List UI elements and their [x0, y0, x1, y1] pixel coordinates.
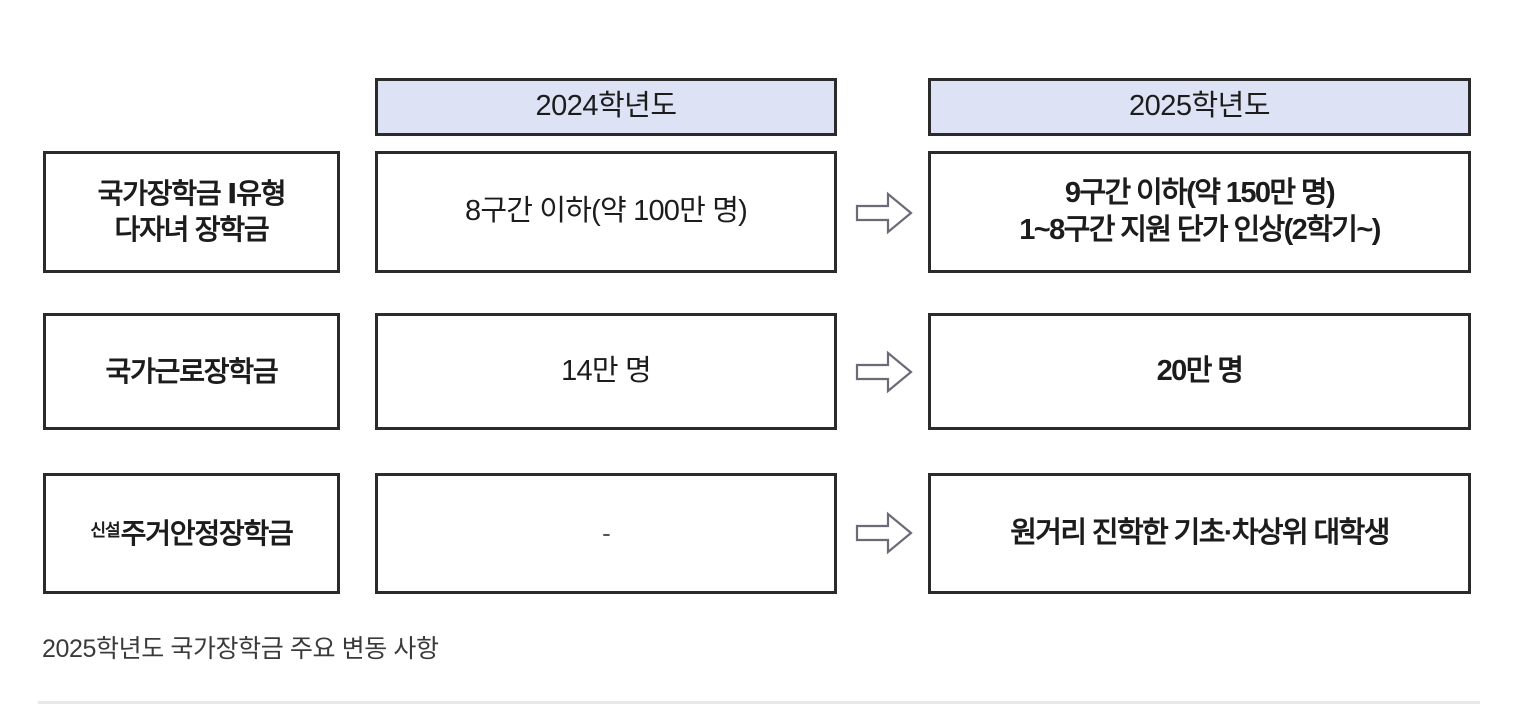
right-arrow-icon-row-2	[855, 350, 913, 394]
row-label-lines: 국가장학금 Ⅰ유형 다자녀 장학금	[97, 176, 287, 248]
cell-lines: 20만 명	[1156, 353, 1244, 390]
row-label-line-1: 국가장학금 Ⅰ유형	[97, 178, 287, 210]
right-arrow-icon-row-3	[855, 511, 913, 555]
cell-line-1: -	[602, 517, 611, 548]
cell-2025-housing-stability-scholarship: 원거리 진학한 기초·차상위 대학생	[928, 473, 1471, 594]
cell-line-1: 9구간 이하(약 150만 명)	[1064, 176, 1336, 209]
row-label-national-scholarship-type1: 국가장학금 Ⅰ유형 다자녀 장학금	[43, 151, 340, 273]
cell-2024-housing-stability-scholarship: -	[375, 473, 837, 594]
cell-line-1: 원거리 진학한 기초·차상위 대학생	[1010, 516, 1390, 549]
bottom-divider	[38, 701, 1480, 704]
column-header-2024-label: 2024학년도	[535, 90, 677, 123]
row-label-text: 주거안정장학금	[120, 517, 294, 549]
row-label-lines: 국가근로장학금	[105, 354, 279, 390]
cell-lines: 14만 명	[561, 353, 651, 390]
row-label-line-2: 다자녀 장학금	[114, 214, 270, 245]
row-label-housing-stability-scholarship: 신설주거안정장학금	[43, 473, 340, 594]
cell-lines: 8구간 이하(약 100만 명)	[465, 193, 748, 230]
row-label-work-study-scholarship: 국가근로장학금	[43, 313, 340, 430]
new-badge: 신설	[90, 520, 120, 540]
cell-line-1: 8구간 이하(약 100만 명)	[465, 195, 748, 228]
cell-lines: -	[602, 517, 611, 550]
cell-2024-work-study-scholarship: 14만 명	[375, 313, 837, 430]
cell-lines: 9구간 이하(약 150만 명) 1~8구간 지원 단가 인상(2학기~)	[1019, 175, 1381, 249]
column-header-2024: 2024학년도	[375, 78, 837, 136]
column-header-2025: 2025학년도	[928, 78, 1471, 136]
cell-2025-work-study-scholarship: 20만 명	[928, 313, 1471, 430]
cell-2025-national-scholarship-type1: 9구간 이하(약 150만 명) 1~8구간 지원 단가 인상(2학기~)	[928, 151, 1471, 273]
right-arrow-icon-row-1	[855, 191, 913, 235]
row-label-lines: 신설주거안정장학금	[90, 516, 294, 552]
cell-2024-national-scholarship-type1: 8구간 이하(약 100만 명)	[375, 151, 837, 273]
cell-line-1: 20만 명	[1156, 354, 1244, 387]
row-label-line-1: 국가근로장학금	[105, 355, 279, 387]
cell-line-2: 1~8구간 지원 단가 인상(2학기~)	[1019, 214, 1381, 246]
column-header-2025-label: 2025학년도	[1128, 90, 1271, 123]
cell-lines: 원거리 진학한 기초·차상위 대학생	[1010, 515, 1390, 552]
diagram-caption: 2025학년도 국가장학금 주요 변동 사항	[42, 635, 439, 663]
cell-line-1: 14만 명	[561, 354, 651, 387]
row-label-line-1: 신설주거안정장학금	[90, 516, 294, 552]
